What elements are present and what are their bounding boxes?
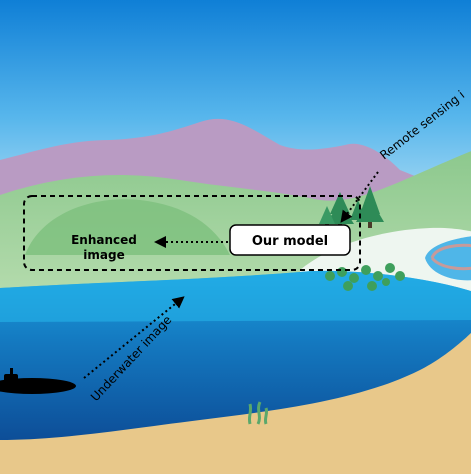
enhanced-region-frame <box>23 195 361 271</box>
underwater-arrow <box>83 296 185 379</box>
model-box <box>229 224 351 256</box>
water-surface-light <box>0 270 474 322</box>
foreground-hill <box>25 199 230 255</box>
enhanced-image-label-line1: Enhanced <box>71 233 137 247</box>
pine-tree-icon <box>350 200 366 220</box>
seabed-sand <box>0 330 474 474</box>
model-label: Our model <box>252 234 328 249</box>
lagoon-ring <box>430 243 474 271</box>
enhanced-image-label-line2: image <box>83 248 124 262</box>
seaweed-icon <box>247 401 269 425</box>
submarine-icon <box>0 368 76 394</box>
